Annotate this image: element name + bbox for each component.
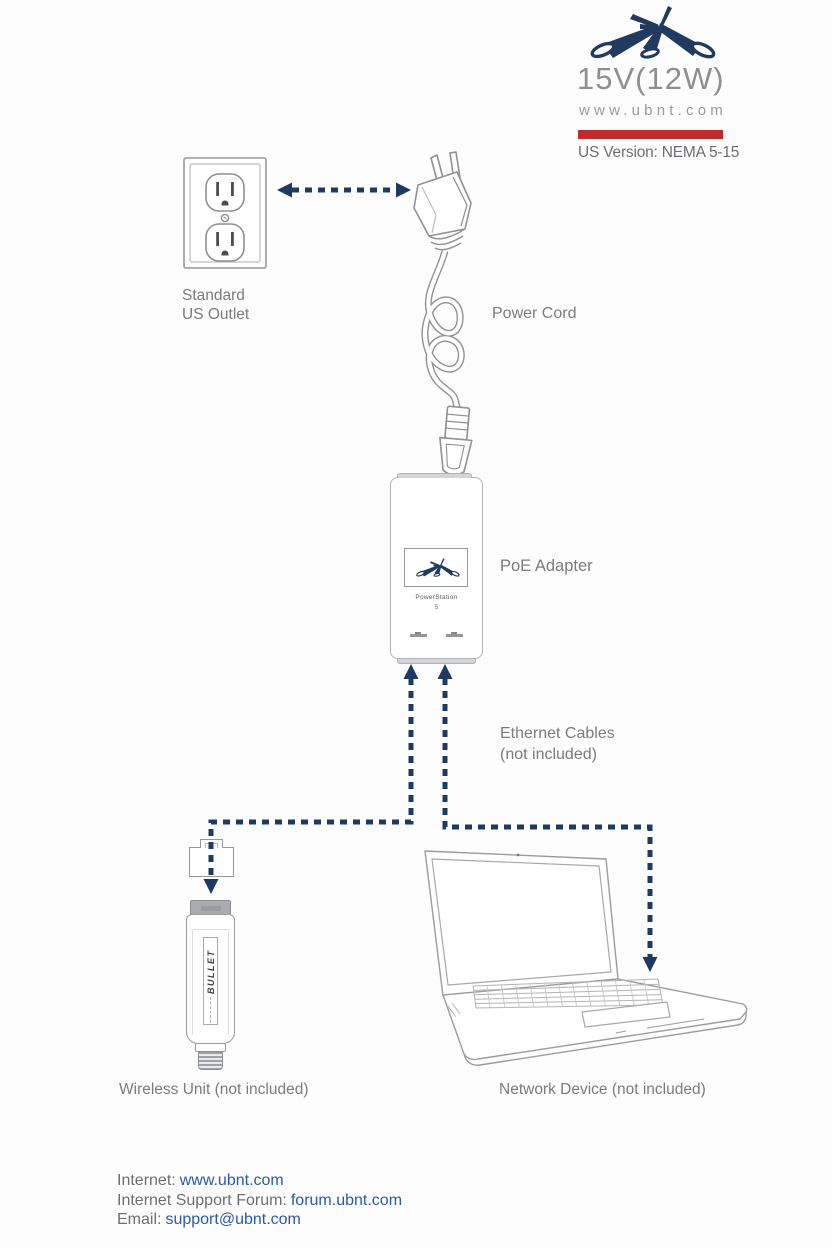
contact-label: Email:	[117, 1211, 162, 1228]
bullet-sticker: BULLET	[203, 937, 218, 1025]
network-device-label: Network Device (not included)	[499, 1081, 706, 1098]
rj45-tab-inner	[205, 843, 218, 848]
wireless-unit-illustration: BULLET	[186, 899, 235, 1071]
contact-line-internet: Internet:www.ubnt.com	[117, 1171, 402, 1191]
outlet-plug-arrow	[277, 182, 411, 198]
rj45-connector-illustration	[189, 839, 234, 877]
network-device-illustration	[424, 850, 748, 1066]
bullet-sticker-text: BULLET	[205, 949, 216, 995]
adapter-face-subtext: 5	[434, 605, 439, 611]
bullet-cap	[190, 900, 231, 916]
outlet-label: Standard US Outlet	[182, 286, 249, 324]
adapter-poe-port-mark	[410, 632, 427, 637]
contact-link-forum[interactable]: forum.ubnt.com	[290, 1191, 403, 1209]
contact-link-email[interactable]: support@ubnt.com	[165, 1211, 301, 1228]
bullet-body: BULLET	[186, 914, 235, 1044]
power-rating: 15V(12W)	[577, 61, 725, 96]
us-version-label: US Version: NEMA 5-15	[578, 144, 740, 161]
ubiquiti-logo-icon	[588, 5, 718, 62]
contact-label: Internet Support Forum:	[117, 1191, 287, 1209]
brand-website: www.ubnt.com	[579, 102, 727, 119]
ethernet-label-line1: Ethernet Cables	[500, 725, 615, 742]
bullet-sticker-fineprint	[210, 997, 211, 1023]
poe-adapter-illustration: PowerStation 5	[390, 473, 483, 664]
adapter-logo-frame	[404, 548, 468, 587]
outlet-label-line2: US Outlet	[182, 306, 250, 323]
power-cord-illustration	[413, 151, 473, 475]
ethernet-cable-left-arrow	[203, 664, 419, 894]
contact-label: Internet:	[117, 1172, 176, 1189]
adapter-face-text: PowerStation	[415, 594, 458, 601]
contact-link-website[interactable]: www.ubnt.com	[179, 1172, 284, 1189]
ubiquiti-logo-icon-small	[415, 557, 461, 578]
adapter-bottom-cap	[397, 659, 476, 664]
bullet-antenna-connector	[198, 1051, 223, 1070]
wireless-unit-label: Wireless Unit (not included)	[119, 1081, 309, 1098]
red-divider-bar	[578, 130, 723, 139]
contact-info: Internet:www.ubnt.com Internet Support F…	[117, 1171, 402, 1230]
ethernet-cables-label: Ethernet Cables (not included)	[500, 723, 615, 765]
adapter-lan-port-mark	[446, 632, 463, 637]
contact-line-forum: Internet Support Forum:forum.ubnt.com	[117, 1191, 402, 1211]
contact-line-email: Email:support@ubnt.com	[117, 1210, 402, 1230]
ethernet-label-line2: (not included)	[500, 746, 597, 763]
us-outlet-illustration	[183, 157, 267, 269]
outlet-label-line1: Standard	[182, 287, 245, 304]
adapter-top-cap	[397, 473, 472, 478]
power-cord-label: Power Cord	[492, 305, 577, 322]
poe-adapter-label: PoE Adapter	[500, 557, 593, 575]
